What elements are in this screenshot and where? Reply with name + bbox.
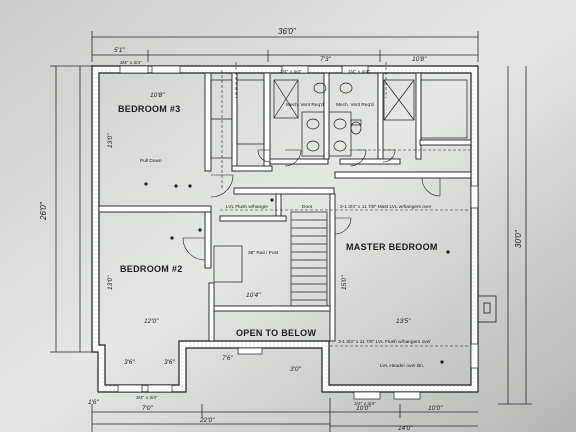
dim-small-d: 1'6" bbox=[88, 399, 99, 406]
note-pull-down: Pull Down bbox=[140, 158, 162, 164]
dim-top-mid: 7'3" bbox=[320, 56, 331, 63]
dim-bottom-left: 7'0" bbox=[142, 405, 153, 412]
room-label-master: MASTER BEDROOM bbox=[346, 242, 438, 252]
note-lvl-flush-top: LVL Flush w/hanger bbox=[226, 204, 269, 210]
note-window-top-3: 3/4" x 4/4" bbox=[348, 69, 370, 75]
room-label-open-below: OPEN TO BELOW bbox=[236, 328, 316, 338]
exterior-walls bbox=[91, 65, 479, 393]
note-door: Door bbox=[302, 204, 313, 210]
beam-lines bbox=[220, 62, 470, 347]
dim-bed2-depth: 13'0" bbox=[107, 275, 114, 290]
dim-small-c: 7'6" bbox=[222, 355, 233, 362]
dim-bed2-width: 12'0" bbox=[144, 318, 159, 325]
dim-bottom-right: 10'0" bbox=[428, 405, 443, 412]
note-mech-vent-2: Mech. Vent Req'd bbox=[336, 102, 374, 108]
dim-bed3-width: 10'8" bbox=[150, 92, 165, 99]
smoke-detectors bbox=[144, 182, 450, 364]
dim-bottom-total-right: 14'0" bbox=[398, 425, 413, 432]
room-label-bedroom3: BEDROOM #3 bbox=[118, 104, 181, 114]
dim-master-depth: 15'0" bbox=[341, 275, 348, 290]
note-beam-bottom: 3-1 3/4" x 11 7/8" LVL Flush w/hangers o… bbox=[338, 339, 431, 345]
dim-overall-width: 36'0" bbox=[278, 27, 297, 36]
note-beam-top: 2-1 3/4" x 11 7/8" Mast LVL w/hangers ov… bbox=[340, 204, 432, 210]
stairs bbox=[290, 211, 328, 307]
dim-right-depth: 30'0" bbox=[514, 229, 523, 248]
dim-bottom-mid: 10'0" bbox=[356, 405, 371, 412]
note-window-top-2: 3/4" x 4/4" bbox=[280, 69, 302, 75]
room-label-bedroom2: BEDROOM #2 bbox=[120, 264, 183, 274]
dim-top-left: 5'1" bbox=[114, 47, 125, 54]
interior-walls bbox=[98, 72, 472, 342]
note-rail: 36" Rail / Post bbox=[248, 250, 279, 256]
windows bbox=[117, 65, 479, 400]
dim-hall-width: 10'4" bbox=[246, 292, 261, 299]
dim-overall-depth: 26'0" bbox=[39, 201, 48, 221]
bath-fixtures bbox=[273, 79, 415, 157]
note-window-bottom-1: 3/4" x 3/4" bbox=[136, 395, 158, 401]
dim-master-width: 13'5" bbox=[396, 318, 411, 325]
note-lvl-header: LVL Header over Bn. bbox=[380, 363, 424, 369]
dim-top-right: 10'8" bbox=[412, 56, 427, 63]
dim-bed3-depth: 13'0" bbox=[107, 133, 114, 148]
dim-bottom-total-left: 22'0" bbox=[199, 417, 215, 424]
closets bbox=[210, 79, 468, 283]
dim-small-e: 3'0" bbox=[290, 366, 301, 373]
note-window-top-1: 3/4" x 3/4" bbox=[120, 60, 142, 66]
misc-marks bbox=[477, 295, 497, 323]
dim-small-a: 3'6" bbox=[124, 359, 135, 366]
dimension-lines bbox=[50, 31, 532, 432]
note-mech-vent-1: Mech. Vent Req'd bbox=[286, 102, 324, 108]
note-window-bottom-2: 3/4" x 3/4" bbox=[354, 401, 376, 407]
dim-small-b: 3'6" bbox=[164, 359, 175, 366]
